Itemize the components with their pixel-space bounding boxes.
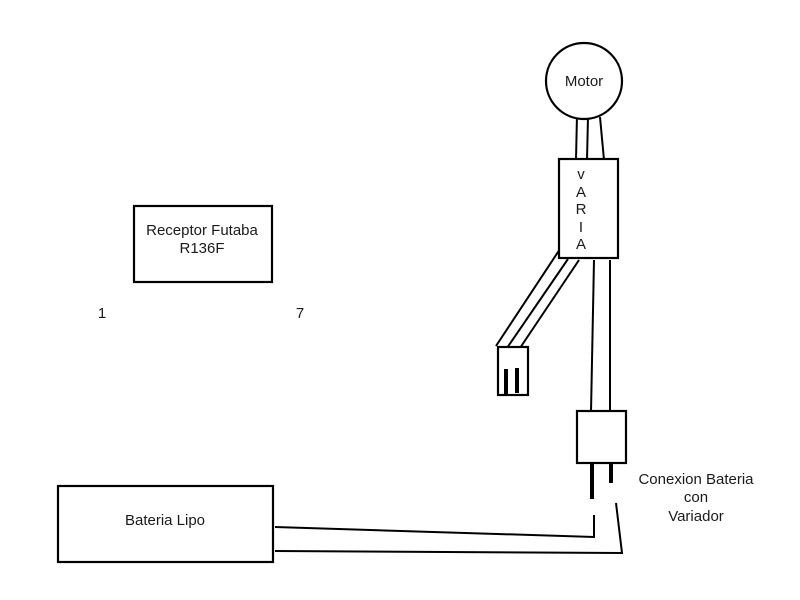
servo-connector-node[interactable] — [496, 345, 530, 397]
wire — [590, 259, 595, 413]
battery-connector-node[interactable] — [575, 409, 628, 499]
variador-to-connector-wires — [590, 259, 611, 413]
receptor-label-line1: Receptor Futaba — [146, 222, 258, 239]
receptor-label-line2: R136F — [179, 240, 224, 257]
battery-to-connector-wires — [274, 502, 624, 555]
connector-label-line: con — [684, 489, 708, 506]
bateria-label: Bateria Lipo — [125, 512, 205, 529]
channel-label-left: 1 — [98, 305, 106, 322]
connector-label-line: Conexion Bateria — [638, 471, 754, 488]
wire — [495, 248, 561, 347]
channel-label-right: 7 — [296, 305, 304, 322]
motor-circle — [544, 41, 624, 121]
motor-label: Motor — [565, 73, 603, 90]
bateria-node[interactable]: Bateria Lipo — [56, 484, 275, 564]
wire — [519, 259, 580, 349]
receptor-box — [132, 204, 274, 284]
wire — [506, 258, 569, 349]
variador-letter: R — [576, 201, 587, 218]
wire — [575, 114, 578, 161]
variador-letter: A — [576, 184, 586, 201]
battery-connector-label: Conexion Bateria con Variador — [638, 471, 754, 525]
receptor-node[interactable]: Receptor Futaba R136F — [132, 204, 274, 284]
variador-letter: A — [576, 236, 586, 253]
motor-node[interactable]: Motor — [544, 41, 624, 121]
connector-label-line: Variador — [668, 508, 724, 525]
variador-to-servo-wires — [495, 248, 580, 349]
variador-node[interactable]: v A R I A — [557, 157, 620, 260]
variador-letter: I — [579, 219, 583, 236]
wire — [274, 515, 595, 539]
wire — [274, 502, 624, 555]
battery-connector-box — [575, 409, 628, 465]
motor-to-variador-wires — [575, 114, 605, 161]
wire — [586, 116, 589, 161]
servo-connector-box — [496, 345, 530, 397]
variador-letter: v — [577, 166, 585, 183]
wire — [599, 116, 605, 161]
bateria-box — [56, 484, 275, 564]
variador-box — [557, 157, 620, 260]
